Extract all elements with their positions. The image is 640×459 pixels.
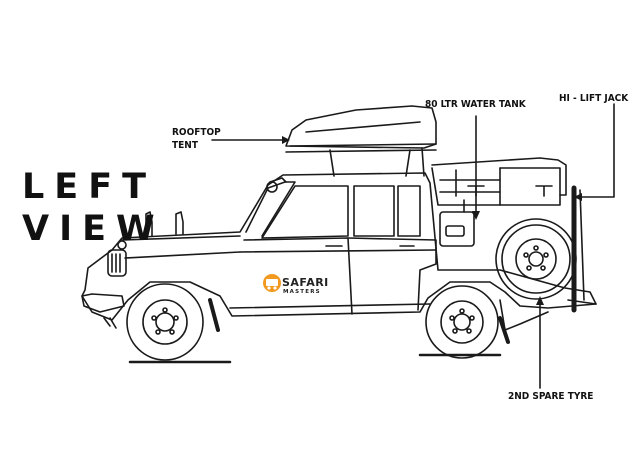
rooftop-tent-label: ROOFTOP TENT <box>172 126 221 152</box>
callout-arrowheads <box>282 136 582 305</box>
spare-tyre-label: 2ND SPARE TYRE <box>508 391 594 402</box>
rear-canopy <box>431 157 567 206</box>
ground-shadow <box>128 353 502 364</box>
spare-tyre <box>495 218 577 300</box>
hi-lift-jack <box>567 185 597 313</box>
grille <box>107 240 127 277</box>
water-tank-label: 80 LTR WATER TANK <box>425 99 526 110</box>
rooftop-tent-label-line1: ROOFTOP <box>172 127 221 138</box>
front-wheel <box>126 283 220 361</box>
callout-leaders <box>211 103 615 389</box>
front-bumper <box>81 293 125 313</box>
cab-doors <box>239 237 437 315</box>
view-title-line2: VIEW <box>22 209 165 249</box>
bonnet-line <box>121 235 241 259</box>
logo-text-line1: SAFARI <box>282 276 329 289</box>
hi-lift-jack-label: HI - LIFT JACK <box>559 93 629 104</box>
safari-masters-logo-mark <box>263 274 281 292</box>
cab-windows <box>261 185 421 239</box>
logo-text-line2: MASTERS <box>283 289 321 295</box>
rooftop-tent <box>285 105 437 177</box>
view-title-line1: LEFT <box>22 167 156 207</box>
spot-light <box>266 181 278 193</box>
snorkel <box>145 211 184 237</box>
rear-bumper <box>499 299 549 331</box>
water-tank <box>439 199 475 247</box>
rooftop-tent-label-line2: TENT <box>172 140 198 151</box>
rock-slider <box>229 303 431 309</box>
rear-wheel <box>425 285 499 359</box>
